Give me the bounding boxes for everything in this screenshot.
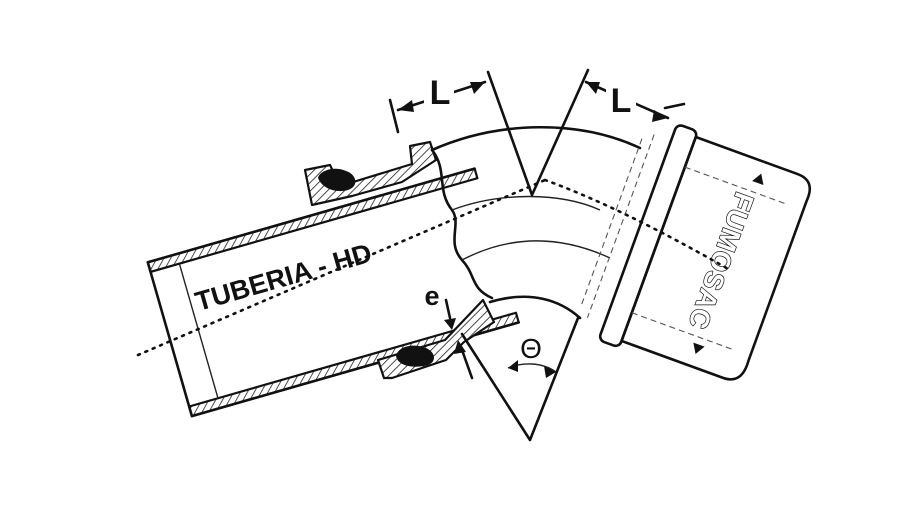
dim-e-arrow-top [444,318,456,330]
dim-e-leader-bottom [460,348,474,380]
bell-socket [303,140,496,380]
dim-e-arrow-bottom [454,340,466,354]
dim-l-right-arrow-start [586,82,600,94]
dim-l-right-label: L [611,82,632,120]
socket-body [620,135,812,381]
dim-l-right-label-bg [606,80,636,120]
elbow-inner-curve [488,295,582,320]
elbow-outer-curve [430,125,642,152]
brand-text: FUMOSAC [682,188,759,333]
pipe-body [146,167,521,418]
socket-center-line [543,178,732,272]
lower-gasket [396,345,434,367]
upper-gasket [318,168,356,192]
dimension-l-left: L [388,72,487,134]
theta-angle-lines [460,316,580,442]
internal-curve-lower [461,240,611,261]
dim-l-left-arrow-end [470,82,485,94]
pipe-end-line [178,263,219,399]
dim-l-left-arrow-start [398,100,414,112]
dim-e-leader-top [444,298,452,320]
dim-l-right-extension [663,102,686,110]
brand-right-triangle [693,342,705,355]
theta-arrow-left [508,360,518,372]
dim-l-left-label: L [430,74,451,112]
brand-left-triangle [752,173,764,186]
dim-l-left-extension [388,98,400,134]
theta-label: Θ [520,333,542,364]
bend-vertex-lines [486,68,590,197]
dimension-e: e [424,281,474,380]
elbow-body [430,125,642,320]
dim-l-left-label-bg [424,72,454,112]
socket-collar [598,124,698,348]
pipe-center-line [136,178,547,357]
theta-arrow-right [544,366,556,378]
right-socket: FUMOSAC [579,124,812,381]
dim-l-right-arrow-end [652,110,668,122]
internal-curve-upper [451,195,601,211]
angle-construction: Θ [460,68,590,442]
dim-e-label: e [424,281,439,311]
dimension-l-right: L [584,80,686,122]
cutaway-break-line [430,148,494,300]
